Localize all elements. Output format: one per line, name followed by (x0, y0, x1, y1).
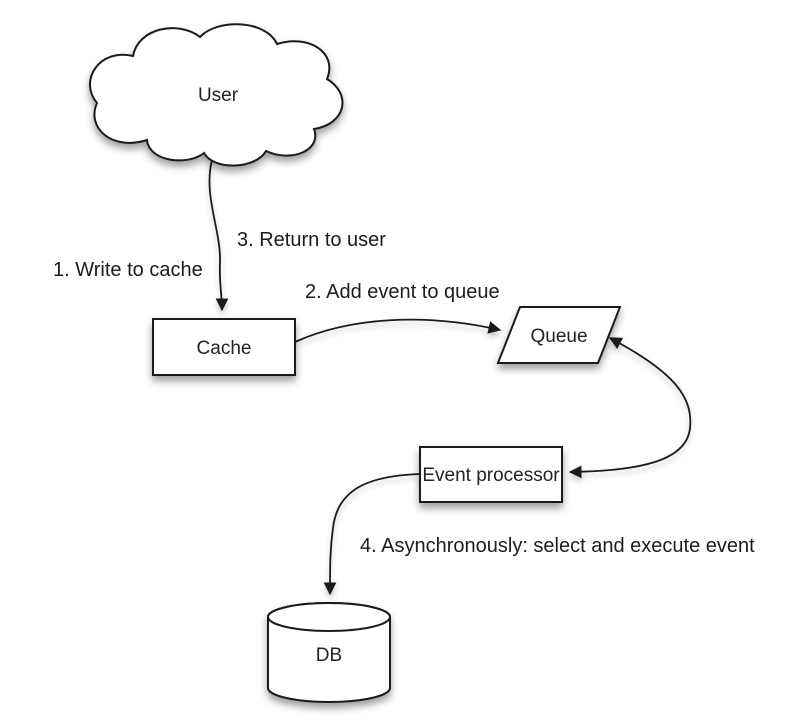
db-cylinder-top (267, 602, 391, 632)
user-cloud-node: User (88, 23, 344, 167)
queue-node: Queue (496, 306, 622, 364)
edge-label-add-event-to-queue: 2. Add event to queue (305, 281, 500, 303)
edge-label-return-to-user: 3. Return to user (237, 229, 386, 251)
user-label: User (198, 85, 239, 106)
event-processor-label: Event processor (422, 465, 560, 486)
arrow-queue-event-processor-bidirectional (568, 337, 692, 479)
cache-label: Cache (197, 338, 252, 359)
arrow-cache-to-queue (294, 318, 502, 343)
db-label: DB (316, 645, 342, 666)
edge-label-write-to-cache: 1. Write to cache (53, 259, 203, 281)
edge-label-asynchronously-select-execute: 4. Asynchronously: select and execute ev… (360, 535, 755, 557)
cloud-shape (88, 23, 344, 167)
arrow-user-to-cache (208, 159, 229, 312)
queue-label: Queue (530, 326, 587, 347)
db-node: DB (267, 602, 391, 703)
arrow-event-processor-to-db (323, 473, 421, 596)
event-processor-node: Event processor (419, 446, 563, 503)
queue-parallelogram (496, 306, 622, 364)
cache-rect (152, 318, 296, 376)
cache-node: Cache (152, 318, 296, 376)
event-processor-rect (419, 446, 563, 503)
